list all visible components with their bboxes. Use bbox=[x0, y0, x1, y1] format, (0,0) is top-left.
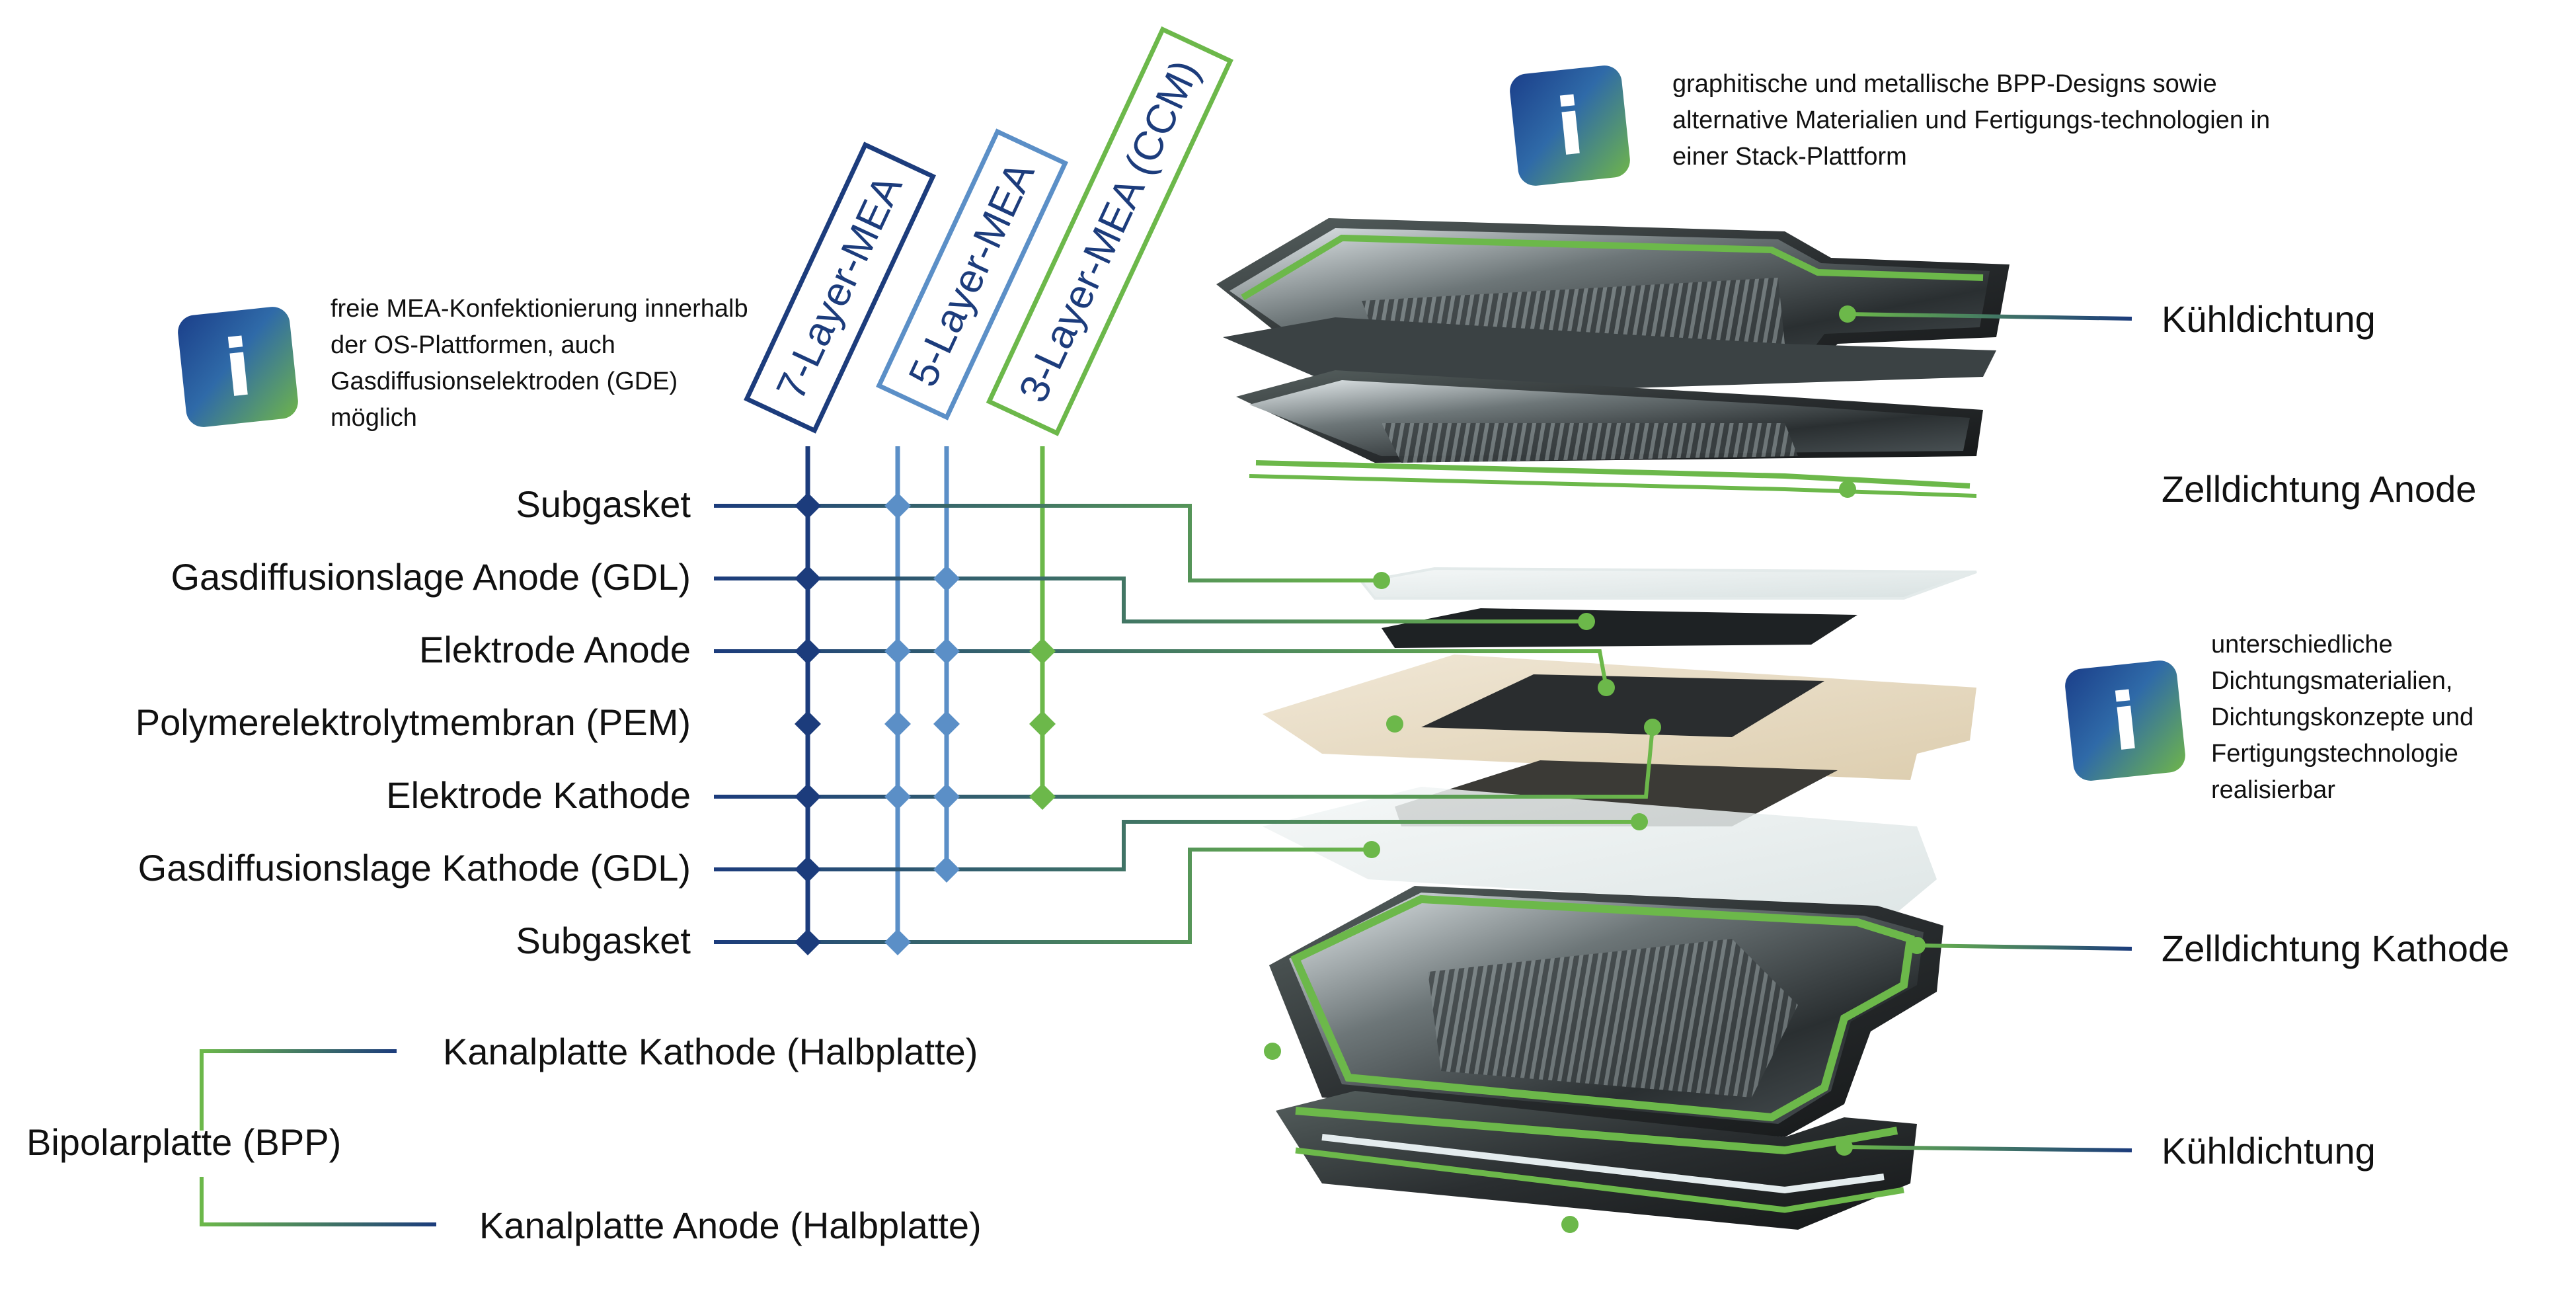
layer-label: Subgasket bbox=[516, 483, 691, 525]
mea-membership-marker bbox=[884, 638, 911, 664]
info-seal-text: unterschiedliche Dichtungsmaterialien, D… bbox=[2211, 631, 2474, 805]
mea-membership-marker bbox=[795, 565, 821, 592]
bpp-connectors bbox=[200, 1043, 1579, 1233]
top-bipolar-plate bbox=[1216, 218, 2010, 498]
mea-membership-marker bbox=[795, 929, 821, 955]
gdl-anode-sheet bbox=[1382, 608, 1857, 648]
mea-membership-marker bbox=[933, 638, 960, 664]
mea-membership-marker bbox=[884, 929, 911, 955]
seal-cooling-bottom-label: Kühldichtung bbox=[2162, 1130, 2376, 1172]
mea-membership-marker bbox=[1029, 638, 1056, 664]
connector-cooling-bottom bbox=[1844, 1145, 2132, 1152]
mea-membership-marker bbox=[884, 493, 911, 519]
info-icon: i bbox=[176, 305, 300, 429]
connector-cell-cathode bbox=[1916, 943, 2132, 951]
info-bpp-text: graphitische und metallische BPP-Designs… bbox=[1672, 70, 2271, 171]
bpp-anode-label: Kanalplatte Anode (Halbplatte) bbox=[479, 1205, 982, 1246]
layer-connector-line bbox=[714, 848, 1372, 944]
subgasket-top-sheet bbox=[1359, 567, 1977, 600]
info-icon: i bbox=[1508, 63, 1632, 188]
layer-connector-dot bbox=[1386, 715, 1403, 733]
mea-grid bbox=[714, 446, 1661, 955]
bottom-bipolar-plate bbox=[1269, 886, 1943, 1230]
layer-connector-dot bbox=[1373, 572, 1390, 589]
layer-label: Gasdiffusionslage Kathode (GDL) bbox=[137, 847, 691, 889]
layer-label: Subgasket bbox=[516, 920, 691, 961]
connector-cooling-top bbox=[1847, 312, 2132, 321]
layer-connector-dot bbox=[1631, 813, 1648, 830]
mea-membership-marker bbox=[933, 783, 960, 810]
info-icon: i bbox=[2063, 658, 2187, 783]
layer-connector-dot bbox=[1598, 679, 1615, 696]
mea-membership-marker bbox=[795, 711, 821, 737]
mea-membership-marker bbox=[795, 493, 821, 519]
mea-membership-marker bbox=[933, 565, 960, 592]
mea-membership-marker bbox=[795, 638, 821, 664]
layer-connector-line bbox=[714, 727, 1655, 799]
layer-connector-line bbox=[714, 577, 1586, 623]
seal-cell-anode-label: Zelldichtung Anode bbox=[2162, 468, 2477, 510]
mea-membership-marker bbox=[1029, 711, 1056, 737]
layer-label: Gasdiffusionslage Anode (GDL) bbox=[171, 556, 691, 598]
layer-label: Elektrode Kathode bbox=[386, 774, 691, 816]
layer-connector-line bbox=[714, 649, 1608, 688]
subgasket-bottom-sheet bbox=[1263, 787, 1937, 912]
right-connectors bbox=[1844, 312, 2132, 1152]
layer-connector-line bbox=[714, 820, 1639, 871]
layer-connector-dot bbox=[1578, 613, 1595, 630]
right-connector-dots bbox=[1836, 305, 1926, 1156]
mea-membership-marker bbox=[884, 783, 911, 810]
seal-cooling-top-label: Kühldichtung bbox=[2162, 298, 2376, 340]
mea-membership-marker bbox=[933, 856, 960, 883]
layer-connector-dot bbox=[1363, 841, 1380, 858]
bpp-cathode-label: Kanalplatte Kathode (Halbplatte) bbox=[443, 1031, 978, 1072]
stack-artwork bbox=[1216, 218, 2010, 1230]
mea-membership-marker bbox=[795, 783, 821, 810]
electrode-anode-sheet bbox=[1421, 674, 1824, 737]
bpp-label: Bipolarplatte (BPP) bbox=[26, 1121, 342, 1163]
layer-label: Polymerelektrolytmembran (PEM) bbox=[135, 701, 691, 743]
mea-membership-marker bbox=[795, 856, 821, 883]
layer-label: Elektrode Anode bbox=[419, 629, 691, 670]
seal-cell-cathode-label: Zelldichtung Kathode bbox=[2162, 928, 2510, 969]
mea-membership-marker bbox=[884, 711, 911, 737]
mea-membership-marker bbox=[933, 711, 960, 737]
layer-connector-dot bbox=[1644, 719, 1661, 736]
info-mea-text: freie MEA-Konfektionierung innerhalb der… bbox=[331, 295, 748, 432]
mea-membership-marker bbox=[1029, 783, 1056, 810]
layer-connector-line bbox=[714, 504, 1382, 582]
